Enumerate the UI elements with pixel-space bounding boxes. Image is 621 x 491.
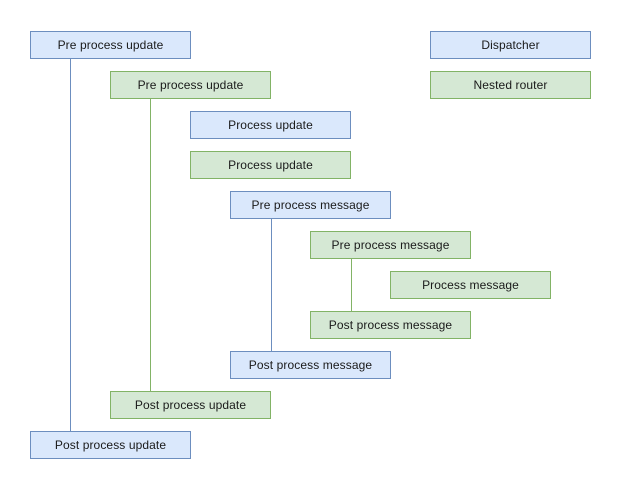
node-label: Pre process update: [57, 38, 164, 52]
node-process-update-router[interactable]: Process update: [190, 151, 351, 179]
node-label: Pre process message: [251, 198, 370, 212]
node-label: Post process update: [134, 398, 247, 412]
node-label: Post process message: [328, 318, 453, 332]
legend-label: Dispatcher: [481, 38, 540, 52]
node-pre-process-message-dispatcher[interactable]: Pre process message: [230, 191, 391, 219]
legend-dispatcher-dispatcher[interactable]: Dispatcher: [430, 31, 591, 59]
node-pre-process-update-dispatcher[interactable]: Pre process update: [30, 31, 191, 59]
node-post-process-message-dispatcher[interactable]: Post process message: [230, 351, 391, 379]
node-process-message-router[interactable]: Process message: [390, 271, 551, 299]
node-label: Process update: [228, 158, 313, 172]
node-label: Process update: [228, 118, 313, 132]
node-label: Post process message: [248, 358, 373, 372]
node-post-process-update-router[interactable]: Post process update: [110, 391, 271, 419]
node-pre-process-update-router[interactable]: Pre process update: [110, 71, 271, 99]
node-post-process-update-dispatcher[interactable]: Post process update: [30, 431, 191, 459]
node-post-process-message-router[interactable]: Post process message: [310, 311, 471, 339]
connector-router-message-span: [351, 259, 352, 311]
connector-dispatcher-message-span: [271, 219, 272, 351]
node-process-update-dispatcher[interactable]: Process update: [190, 111, 351, 139]
legend-label: Nested router: [473, 78, 548, 92]
connector-dispatcher-update-span: [70, 59, 71, 431]
node-label: Pre process message: [331, 238, 450, 252]
connector-router-update-span: [150, 99, 151, 391]
node-label: Post process update: [54, 438, 167, 452]
node-label: Pre process update: [137, 78, 244, 92]
legend-nested-router-router[interactable]: Nested router: [430, 71, 591, 99]
node-label: Process message: [422, 278, 519, 292]
node-pre-process-message-router[interactable]: Pre process message: [310, 231, 471, 259]
